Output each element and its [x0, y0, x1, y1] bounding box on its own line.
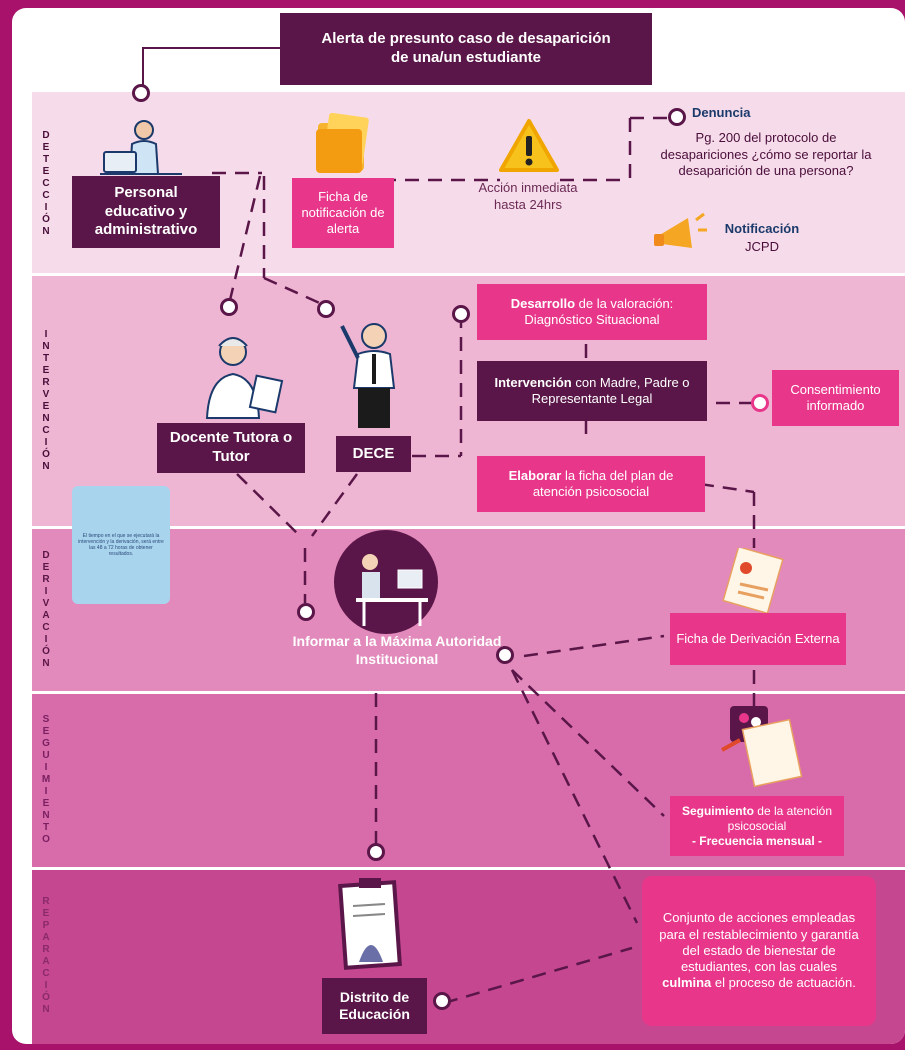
seguimiento-box: Seguimiento de la atención psicosocial -…: [670, 796, 844, 856]
stage-reparacion: REPARACIÓN: [32, 868, 60, 1044]
divider: [32, 867, 905, 870]
node-circle: [367, 843, 385, 861]
intervencion-box: Intervención con Madre, Padre o Represen…: [477, 361, 707, 421]
notificacion-title: Notificación: [724, 221, 800, 236]
woman-reading-icon: [197, 328, 287, 425]
node-circle: [132, 84, 150, 102]
informar-maxima-autoridad-text: Informar a la Máxima Autoridad Instituci…: [292, 633, 502, 668]
stage-label: INTERVENCIÓN: [40, 329, 52, 473]
stage-seguimiento: SEGUIMIENTO: [32, 692, 60, 868]
man-pointing-icon: [330, 318, 410, 439]
page-frame: DETECCIÓN INTERVENCIÓN DERIVACIÓN SEGUIM…: [12, 8, 905, 1044]
conjunto-text-pre: Conjunto de acciones empleadas para el r…: [659, 910, 859, 975]
stage-label: SEGUIMIENTO: [40, 714, 52, 846]
alert-title-box: Alerta de presunto caso de desaparición …: [280, 13, 652, 85]
seguimiento-text: de la atención psicosocial: [727, 803, 833, 833]
denuncia-text: Pg. 200 del protocolo de desapariciones …: [660, 130, 872, 179]
stage-intervencion: INTERVENCIÓN: [32, 275, 60, 527]
desarrollo-box: Desarrollo de la valoración: Diagnóstico…: [477, 284, 707, 340]
notificacion-text: JCPD: [745, 239, 779, 254]
node-circle: [317, 300, 335, 318]
node-circle: [297, 603, 315, 621]
distrito-educacion-box: Distrito de Educación: [322, 978, 427, 1034]
node-circle: [751, 394, 769, 412]
node-circle: [496, 646, 514, 664]
desarrollo-text: de la valoración: Diagnóstico Situaciona…: [524, 295, 674, 327]
stage-label: DERIVACIÓN: [40, 549, 52, 670]
connector-lines: [142, 47, 756, 1005]
intervencion-text: con Madre, Padre o Representante Legal: [531, 374, 690, 406]
conjunto-bold: culmina: [662, 975, 712, 991]
review-documents-icon: [720, 702, 808, 797]
denuncia-title: Denuncia: [692, 105, 751, 120]
divider: [32, 526, 905, 529]
seguimiento-bold: Seguimiento: [681, 803, 754, 818]
person-at-desk-icon: [320, 528, 452, 641]
node-circle: [433, 992, 451, 1010]
warning-icon: [498, 118, 560, 179]
connector-title: [142, 47, 280, 88]
megaphone-icon: [652, 206, 708, 259]
elaborar-ficha-box: Elaborar la ficha del plan de atención p…: [477, 456, 705, 512]
ficha-derivacion-externa-box: Ficha de Derivación Externa: [670, 613, 846, 665]
conjunto-acciones-box: Conjunto de acciones empleadas para el r…: [642, 876, 876, 1026]
dece-box: DECE: [336, 436, 411, 472]
folder-icon: [312, 112, 372, 180]
conjunto-text-post: el proceso de actuación.: [711, 975, 856, 991]
node-circle: [452, 305, 470, 323]
stage-label: REPARACIÓN: [40, 896, 52, 1016]
personal-educativo-box: Personal educativo y administrativo: [72, 176, 220, 248]
node-circle: [220, 298, 238, 316]
teacher-at-laptop-icon: [100, 116, 182, 181]
elaborar-bold: Elaborar: [508, 467, 562, 483]
stage-label: DETECCIÓN: [40, 129, 52, 238]
frecuencia-text: - Frecuencia mensual -: [691, 833, 823, 848]
clipboard-icon: [337, 878, 403, 975]
ficha-notificacion-box: Ficha de notificación de alerta: [292, 178, 394, 248]
accion-inmediata-text: Acción inmediata hasta 24hrs: [478, 180, 578, 212]
time-note-box: El tiempo en el que se ejecutará la inte…: [72, 486, 170, 604]
consentimiento-box: Consentimiento informado: [772, 370, 899, 426]
docente-tutor-box: Docente Tutora o Tutor: [157, 423, 305, 473]
stage-deteccion: DETECCIÓN: [32, 92, 60, 275]
divider: [32, 273, 905, 276]
stage-derivacion: DERIVACIÓN: [32, 527, 60, 692]
document-icon: [720, 545, 784, 619]
desarrollo-bold: Desarrollo: [510, 295, 576, 311]
node-circle: [668, 108, 686, 126]
divider: [32, 691, 905, 694]
elaborar-text: la ficha del plan de atención psicosocia…: [532, 467, 674, 499]
intervencion-bold: Intervención: [494, 374, 572, 390]
